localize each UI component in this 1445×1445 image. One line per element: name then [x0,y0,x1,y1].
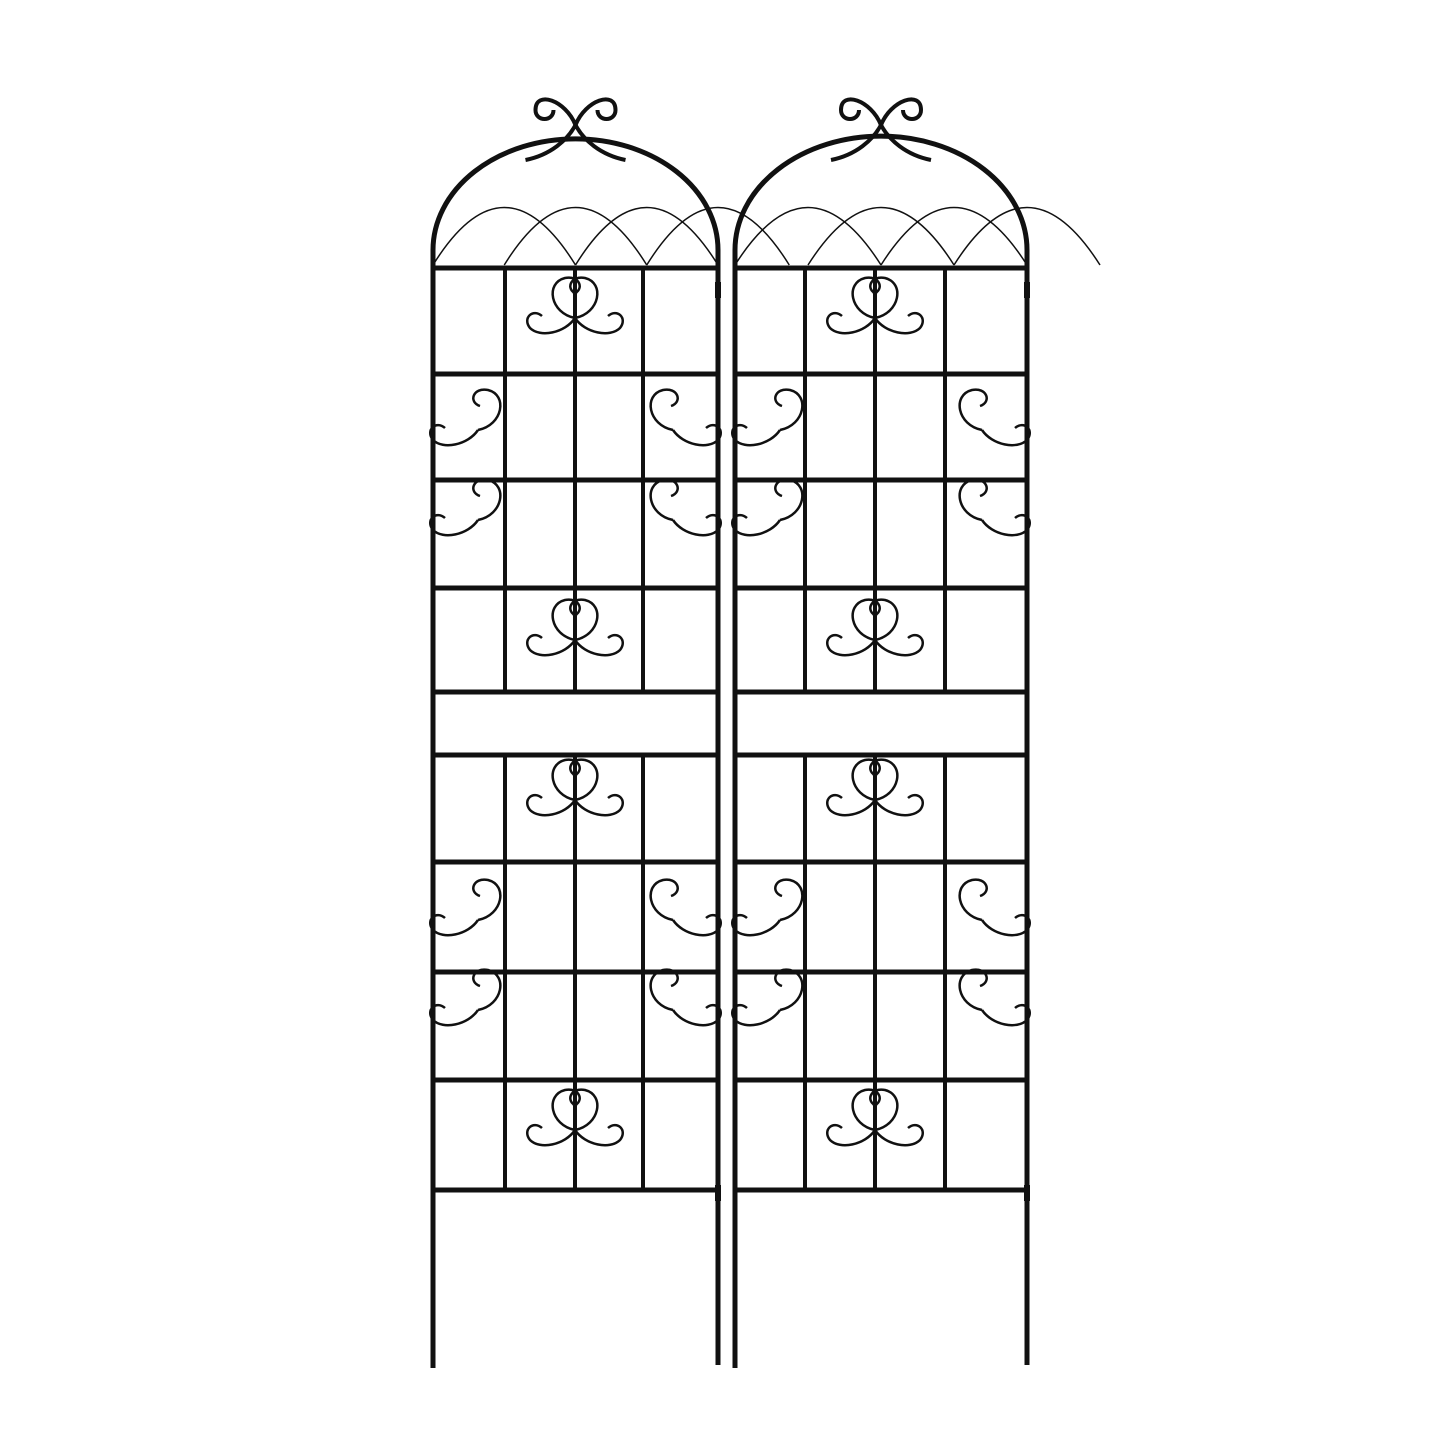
scroll-ornament [551,1088,624,1147]
scroll-ornament [731,878,804,937]
scroll-ornament [526,1088,599,1147]
clip-bracket [715,282,721,298]
scroll-ornament [958,388,1031,447]
scroll-ornament [731,478,804,537]
arch-lattice-curve [953,206,1101,266]
scroll-ornament [851,276,924,335]
trellis-panel-right [731,97,1101,1368]
arch-lattice-curve [807,206,955,266]
scroll-ornament [851,598,924,657]
finial-curl-right [573,97,618,126]
clip-bracket [1024,1185,1030,1201]
scroll-ornament [649,878,722,937]
scroll-ornament [526,276,599,335]
finial-curl-left [838,97,883,126]
scroll-ornament [958,878,1031,937]
arch-frame [732,133,1030,265]
scroll-ornament [526,598,599,657]
scroll-ornament [851,758,924,817]
finial-base [830,120,932,162]
scroll-ornament [551,598,624,657]
scroll-ornament [958,478,1031,537]
finial-curl-right [879,97,924,126]
clip-bracket [1024,282,1030,298]
clip-bracket [715,1185,721,1201]
scroll-ornament [551,276,624,335]
scroll-ornament [649,388,722,447]
arch-lattice-curve [880,206,1028,266]
scroll-ornament [649,478,722,537]
scroll-ornament [826,276,899,335]
scroll-ornament [429,478,502,537]
scroll-ornament [851,1088,924,1147]
arch-lattice-curve [646,206,790,266]
scroll-ornament [731,388,804,447]
scroll-ornament [429,968,502,1027]
scroll-ornament [551,758,624,817]
scroll-ornament [526,758,599,817]
scroll-ornament [429,388,502,447]
arch-lattice-curve [503,206,648,266]
arch-lattice-curve [734,206,882,266]
arch-lattice-curve [432,206,577,266]
trellis-panel-left [429,97,790,1368]
scroll-ornament [826,598,899,657]
finial-curl-left [533,97,578,126]
arch-lattice-curve [574,206,719,266]
scroll-ornament [731,968,804,1027]
arch-frame [430,136,721,265]
scroll-ornament [649,968,722,1027]
scroll-ornament [826,1088,899,1147]
scroll-ornament [826,758,899,817]
scroll-ornament [429,878,502,937]
scroll-ornament [958,968,1031,1027]
